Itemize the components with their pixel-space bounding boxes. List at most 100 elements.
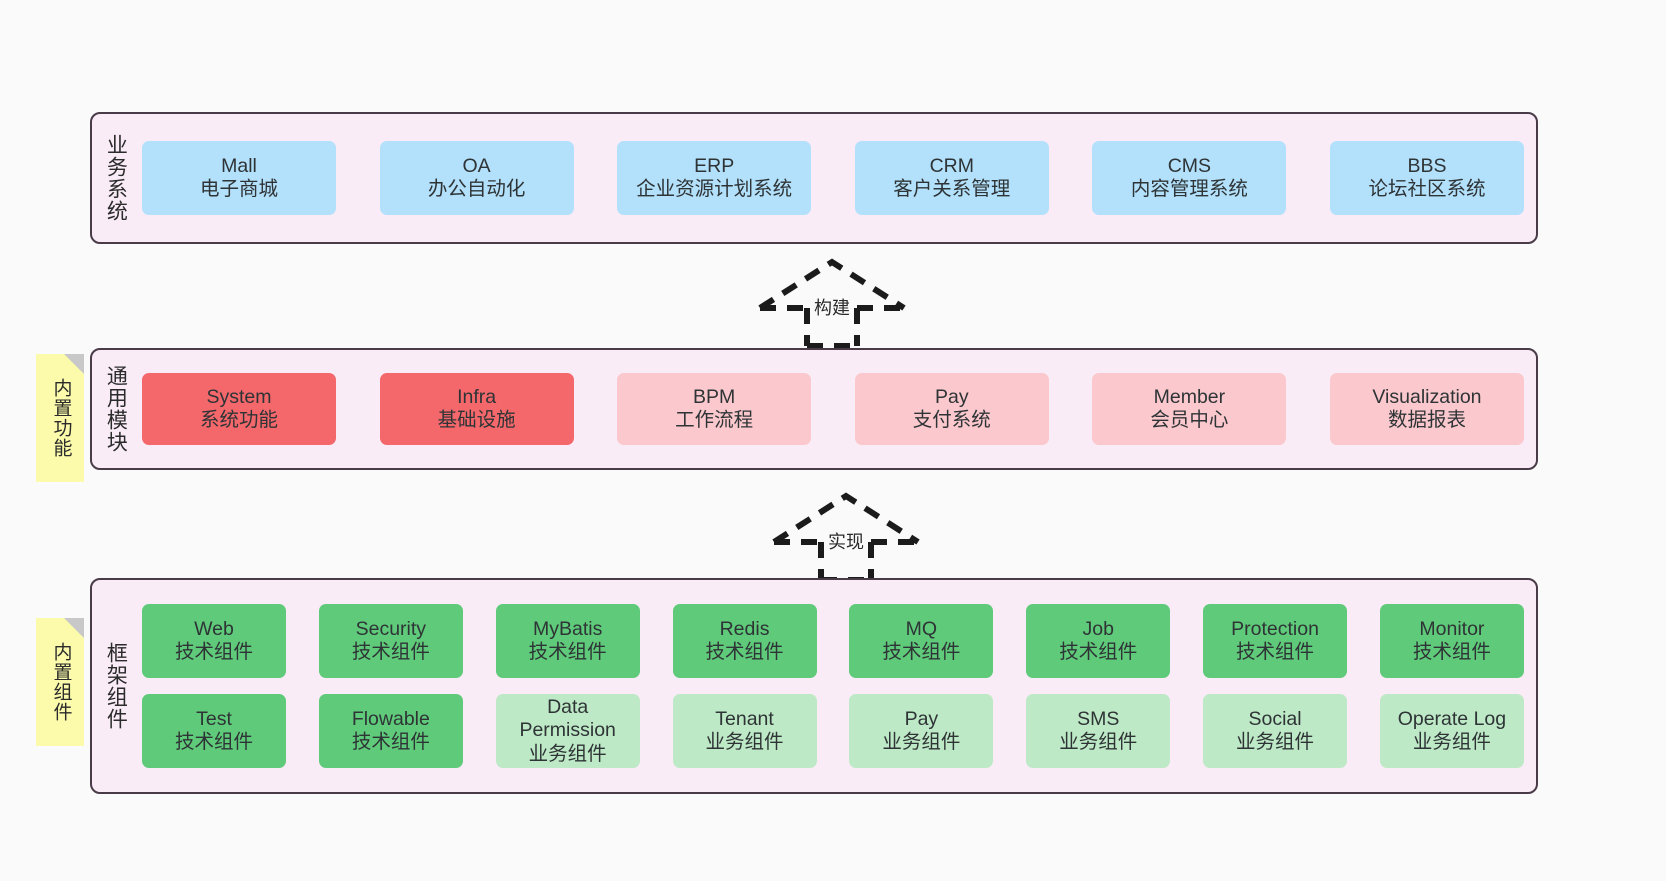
node-flowable-desc: 技术组件 [351,731,430,753]
node-system-name: System [206,385,272,408]
node-redis-desc: 技术组件 [705,641,784,663]
node-job-desc: 技术组件 [1059,641,1138,663]
node-pay-component-name: Pay [904,707,939,730]
node-flowable[interactable]: Flowable 技术组件 [318,694,463,768]
node-infra-desc: 基础设施 [437,409,516,431]
node-cms-desc: 内容管理系统 [1130,178,1248,200]
sticky-common-label: 内置功能 [50,378,72,458]
node-redis[interactable]: Redis 技术组件 [672,604,817,678]
node-erp[interactable]: ERP 企业资源计划系统 [617,141,812,215]
node-erp-name: ERP [694,154,735,177]
node-protection[interactable]: Protection 技术组件 [1203,604,1348,678]
node-data-permission[interactable]: Data Permission 业务组件 [495,694,640,768]
node-bbs-desc: 论坛社区系统 [1368,178,1486,200]
node-security-name: Security [355,617,427,640]
node-mybatis-desc: 技术组件 [528,641,607,663]
node-tenant-name: Tenant [715,707,774,730]
node-oa-name: OA [462,154,491,177]
node-system[interactable]: System 系统功能 [142,373,336,445]
node-bbs[interactable]: BBS 论坛社区系统 [1329,141,1524,215]
node-sms-name: SMS [1077,707,1120,730]
node-bpm[interactable]: BPM 工作流程 [617,373,812,445]
node-crm-name: CRM [929,154,974,177]
framework-node-row-2: Test 技术组件 Flowable 技术组件 Data Permission … [142,694,1524,768]
node-social[interactable]: Social 业务组件 [1203,694,1348,768]
node-oa[interactable]: OA 办公自动化 [379,141,574,215]
node-test-desc: 技术组件 [174,731,253,753]
node-monitor[interactable]: Monitor 技术组件 [1379,604,1524,678]
node-redis-name: Redis [719,617,770,640]
node-oa-desc: 办公自动化 [427,178,526,200]
node-security[interactable]: Security 技术组件 [318,604,463,678]
node-mq[interactable]: MQ 技术组件 [849,604,994,678]
framework-node-row-1: Web 技术组件 Security 技术组件 MyBatis 技术组件 Redi… [142,604,1524,678]
node-pay-module[interactable]: Pay 支付系统 [854,373,1049,445]
node-operate-log-name: Operate Log [1397,707,1507,730]
node-web-name: Web [194,617,234,640]
sticky-note-builtin-components: 内置组件 [36,618,84,746]
sticky-framework-label: 内置组件 [50,642,72,722]
node-bpm-desc: 工作流程 [675,409,754,431]
layer-common-title: 通用模块 [104,365,128,453]
node-crm-desc: 客户关系管理 [893,178,1011,200]
node-visualization-name: Visualization [1372,385,1482,408]
node-mybatis[interactable]: MyBatis 技术组件 [495,604,640,678]
node-test-name: Test [196,707,232,730]
node-monitor-name: Monitor [1419,617,1485,640]
node-social-desc: 业务组件 [1236,731,1315,753]
node-web-desc: 技术组件 [174,641,253,663]
layer-business-systems: 业务系统 Mall 电子商城 OA 办公自动化 ERP 企业资源计划系统 CRM… [90,112,1538,244]
node-cms-name: CMS [1167,154,1212,177]
node-security-desc: 技术组件 [351,641,430,663]
node-bbs-name: BBS [1407,154,1447,177]
node-mall-desc: 电子商城 [199,178,278,200]
node-system-desc: 系统功能 [199,409,278,431]
layer-framework-title: 框架组件 [104,642,128,730]
node-crm[interactable]: CRM 客户关系管理 [854,141,1049,215]
arrow-build: 构建 [752,256,912,349]
node-test[interactable]: Test 技术组件 [142,694,286,768]
node-data-permission-desc: 业务组件 [528,742,607,765]
node-sms[interactable]: SMS 业务组件 [1026,694,1171,768]
business-node-row: Mall 电子商城 OA 办公自动化 ERP 企业资源计划系统 CRM 客户关系… [142,141,1524,215]
node-member-name: Member [1153,385,1226,408]
layer-framework-body: Web 技术组件 Security 技术组件 MyBatis 技术组件 Redi… [138,580,1536,792]
node-mq-name: MQ [905,617,938,640]
node-protection-desc: 技术组件 [1236,641,1315,663]
node-member[interactable]: Member 会员中心 [1092,373,1287,445]
layer-business-title: 业务系统 [104,134,128,222]
node-mall[interactable]: Mall 电子商城 [142,141,336,215]
node-tenant-desc: 业务组件 [705,731,784,753]
node-pay-module-name: Pay [934,385,969,408]
node-visualization-desc: 数据报表 [1387,409,1466,431]
layer-common-modules: 通用模块 System 系统功能 Infra 基础设施 BPM 工作流程 Pay… [90,348,1538,470]
arrow-build-icon [758,258,906,349]
node-erp-desc: 企业资源计划系统 [636,178,793,200]
arrow-build-label: 构建 [814,298,850,318]
node-pay-component[interactable]: Pay 业务组件 [849,694,994,768]
node-mq-desc: 技术组件 [882,641,961,663]
node-data-permission-name: Data Permission [519,695,616,742]
node-social-name: Social [1248,707,1302,730]
node-mall-name: Mall [221,154,257,177]
node-visualization[interactable]: Visualization 数据报表 [1329,373,1524,445]
node-infra[interactable]: Infra 基础设施 [379,373,574,445]
sticky-fold-icon [64,618,84,638]
node-member-desc: 会员中心 [1150,409,1229,431]
node-cms[interactable]: CMS 内容管理系统 [1092,141,1287,215]
node-bpm-name: BPM [693,385,736,408]
node-web[interactable]: Web 技术组件 [142,604,286,678]
node-pay-module-desc: 支付系统 [912,409,991,431]
node-protection-name: Protection [1231,617,1319,640]
node-tenant[interactable]: Tenant 业务组件 [672,694,817,768]
common-node-row: System 系统功能 Infra 基础设施 BPM 工作流程 Pay 支付系统… [142,373,1524,445]
node-operate-log-desc: 业务组件 [1412,731,1491,753]
arrow-implement-label: 实现 [828,532,864,552]
layer-business-body: Mall 电子商城 OA 办公自动化 ERP 企业资源计划系统 CRM 客户关系… [138,114,1536,242]
node-pay-component-desc: 业务组件 [882,731,961,753]
layer-framework-components: 框架组件 Web 技术组件 Security 技术组件 MyBatis 技术组件… [90,578,1538,794]
node-operate-log[interactable]: Operate Log 业务组件 [1379,694,1524,768]
node-job[interactable]: Job 技术组件 [1026,604,1171,678]
node-flowable-name: Flowable [351,707,430,730]
